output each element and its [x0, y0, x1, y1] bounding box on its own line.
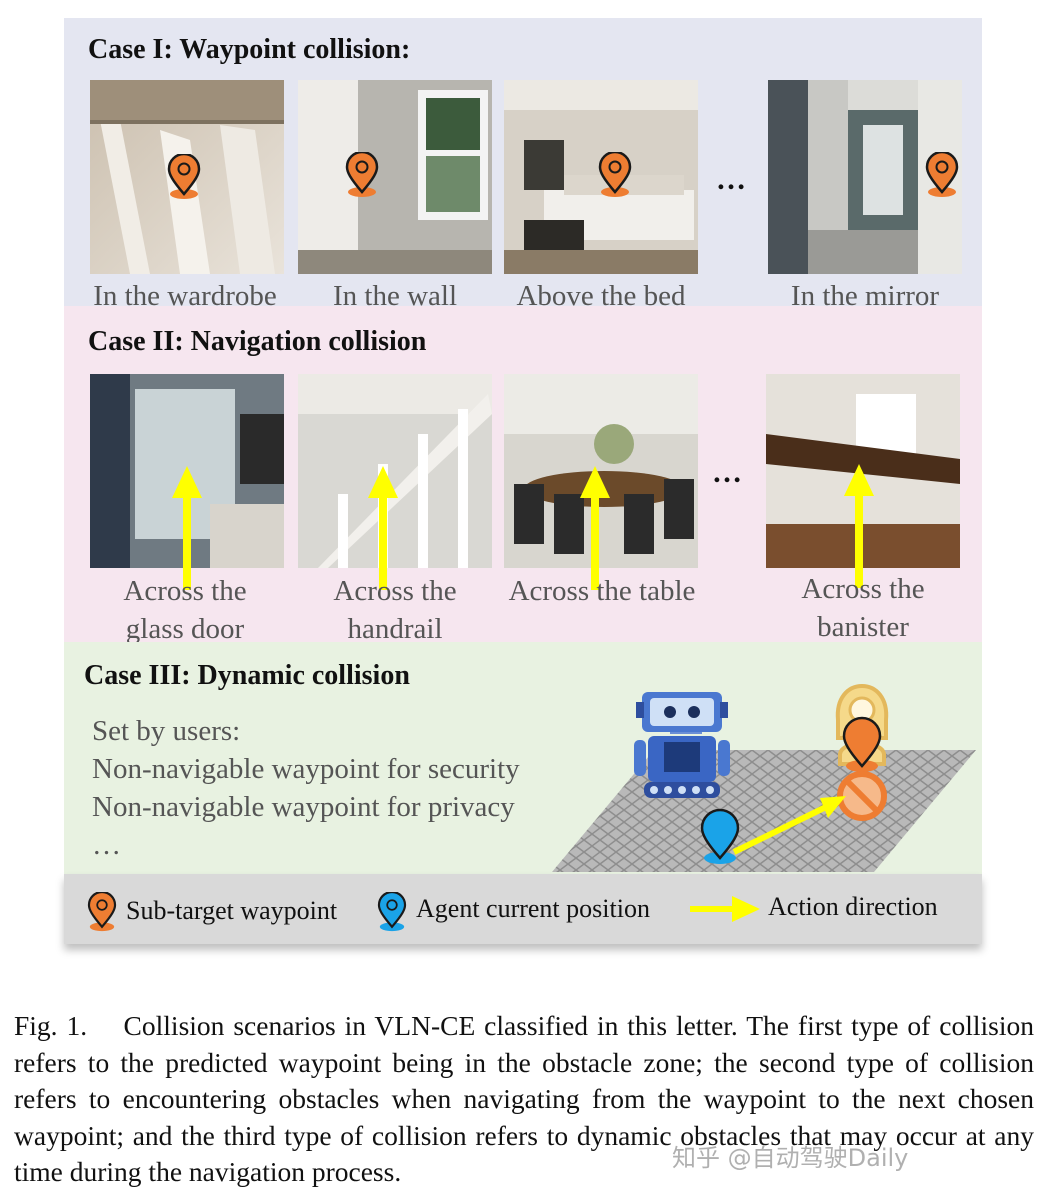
tiled-floor	[552, 750, 976, 872]
action-arrow-icon	[844, 464, 874, 588]
action-arrow-icon	[580, 466, 610, 590]
subtarget-legend-icon	[87, 892, 117, 932]
case3-title: Case III: Dynamic collision	[84, 660, 410, 691]
photo-wall	[298, 80, 492, 274]
case2-ellipsis: …	[712, 456, 742, 489]
agent-legend-icon	[377, 892, 407, 932]
watermark: 知乎 @自动驾驶Daily	[672, 1144, 909, 1172]
caption-table: Across the table	[508, 575, 696, 607]
agent-pin-icon	[700, 808, 740, 864]
legend: Sub-target waypoint Agent current positi…	[64, 874, 982, 944]
subtarget-pin-icon	[842, 716, 882, 772]
action-arrow-icon	[732, 796, 846, 855]
case3-line-4: …	[92, 829, 121, 861]
photo-bed	[504, 80, 698, 274]
case1-ellipsis: …	[716, 163, 746, 196]
photo-table	[504, 374, 698, 568]
case2-panel: Case II: Navigation collision	[64, 306, 982, 645]
legend-action-label: Action direction	[768, 892, 938, 921]
figure: Case I: Waypoint collision:	[64, 18, 982, 944]
case3-panel: Case III: Dynamic collision Set by users…	[64, 642, 982, 882]
photo-wardrobe	[90, 80, 284, 274]
case3-line-1: Set by users:	[92, 715, 241, 747]
dynamic-scene	[552, 683, 976, 872]
subtarget-pin-icon	[925, 152, 959, 197]
case1-title: Case I: Waypoint collision:	[88, 34, 411, 65]
subtarget-pin-icon	[598, 152, 632, 197]
case1-panel: Case I: Waypoint collision:	[64, 18, 982, 312]
forbidden-icon	[837, 771, 887, 821]
legend-subtarget-label: Sub-target waypoint	[126, 896, 338, 925]
case2-title: Case II: Navigation collision	[88, 326, 427, 357]
legend-agent-label: Agent current position	[416, 894, 650, 923]
photo-mirror	[768, 80, 962, 274]
robot-icon	[634, 692, 730, 798]
photo-glass-door	[90, 374, 284, 568]
action-arrow-icon	[368, 466, 398, 590]
figure-caption: Fig. 1. Collision scenarios in VLN-CE cl…	[14, 1010, 1034, 1187]
subtarget-pin-icon	[167, 154, 201, 199]
subtarget-pin-icon	[345, 152, 379, 197]
action-arrow-icon	[172, 466, 202, 590]
case3-line-2: Non-navigable waypoint for security	[92, 753, 520, 785]
case3-line-3: Non-navigable waypoint for privacy	[92, 791, 515, 823]
action-legend-icon	[690, 896, 760, 922]
